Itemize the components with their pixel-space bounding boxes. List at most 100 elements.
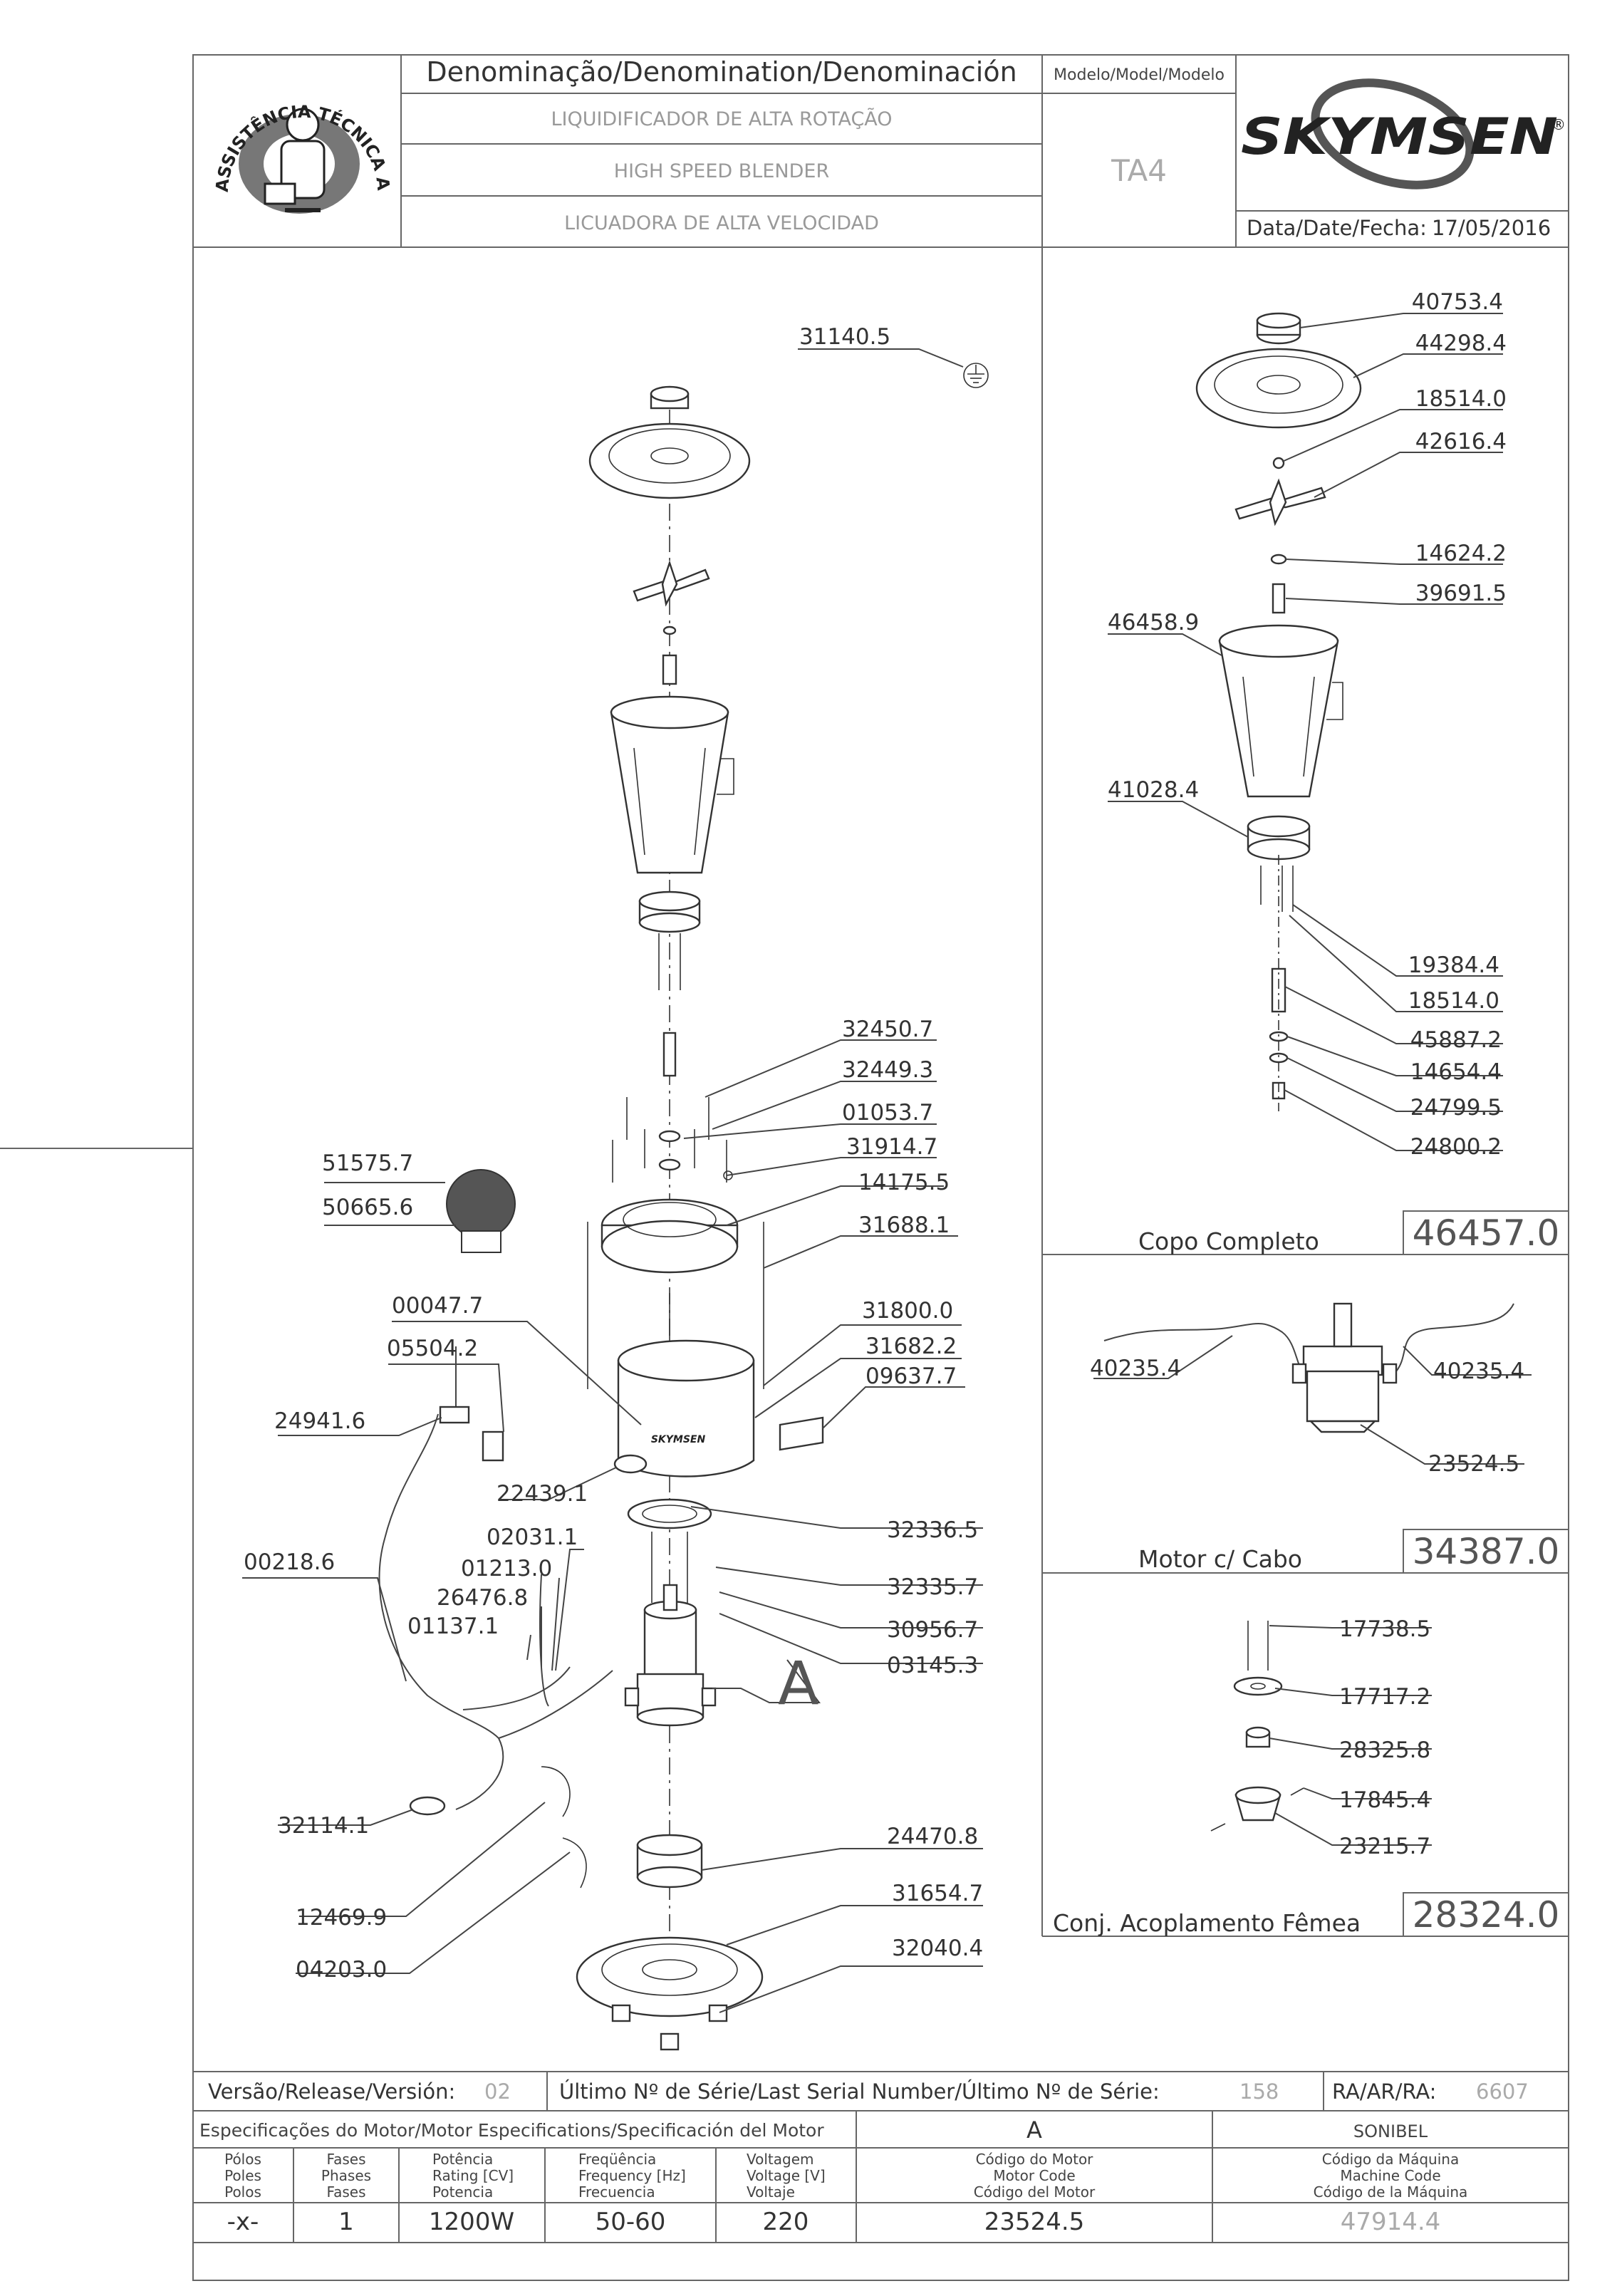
copo-part-label: 41028.4 [1108, 777, 1199, 803]
part-label: 32336.5 [887, 1517, 978, 1543]
copo-part-label: 44298.4 [1415, 331, 1507, 356]
voltage-value: 220 [763, 2208, 809, 2236]
detail-marker-a: A [778, 1648, 818, 1718]
svg-text:Freqüência: Freqüência [578, 2151, 656, 2168]
authorized-service-seal: ASSISTÊNCIA TÉCNICA AUTORIZADA [0, 0, 393, 214]
motor-title: Motor c/ Cabo [1138, 1545, 1302, 1573]
leader-lines [242, 348, 983, 2013]
motor-part-label: 40235.4 [1433, 1359, 1524, 1384]
model-value: TA4 [1111, 153, 1167, 188]
part-label: 32040.4 [892, 1936, 983, 1961]
part-label: 31140.5 [799, 324, 890, 350]
copo-part-label: 24799.5 [1410, 1095, 1502, 1121]
svg-text:Rating [CV]: Rating [CV] [432, 2167, 514, 2184]
name-pt: LIQUIDIFICADOR DE ALTA ROTAÇÃO [551, 108, 892, 130]
skymsen-logo: SKYMSEN ® [1241, 78, 1566, 189]
motor-code: 34387.0 [1413, 1531, 1560, 1572]
machine-code-value: 47914.4 [1341, 2208, 1441, 2236]
motor-cabo-panel: 40235.4 40235.4 23524.5 Motor c/ Cabo 34… [1090, 1302, 1569, 1574]
part-label: 24941.6 [274, 1408, 365, 1434]
copo-part-label: 14654.4 [1410, 1059, 1502, 1085]
column-poles: Pólos Poles Polos -x- [224, 2151, 261, 2236]
svg-text:Voltaje: Voltaje [747, 2183, 795, 2201]
copo-part-label: 45887.2 [1410, 1027, 1502, 1053]
denomination-title: Denominação/Denomination/Denominación [426, 56, 1017, 88]
part-label: 32449.3 [842, 1057, 933, 1083]
part-label: 32450.7 [842, 1017, 933, 1042]
sheet-frame [192, 54, 1569, 2281]
motor-part-label: 23524.5 [1428, 1451, 1519, 1477]
acoplamento-part-label: 17845.4 [1339, 1787, 1430, 1813]
copo-title: Copo Completo [1138, 1227, 1319, 1255]
motor-part-label: 40235.4 [1090, 1356, 1181, 1381]
main-exploded-view: SKYMSEN A [242, 324, 989, 2051]
part-label: 32335.7 [887, 1574, 978, 1600]
copo-code: 46457.0 [1413, 1212, 1560, 1254]
body-brand-mark: SKYMSEN [651, 1434, 706, 1445]
column-frequency: Freqüência Frequency [Hz] Frecuencia 50-… [578, 2151, 686, 2236]
column-phases: Fases Phases Fases 1 [321, 2151, 371, 2236]
acoplamento-part-label: 17717.2 [1339, 1684, 1430, 1710]
motor-brand: SONIBEL [1353, 2121, 1428, 2141]
acoplamento-panel: 17738.5 17717.2 28325.8 17845.4 23215.7 … [1053, 1616, 1569, 1937]
ra-value: 6607 [1476, 2079, 1529, 2104]
brand-registered: ® [1551, 116, 1566, 133]
copo-part-label: 40753.4 [1412, 289, 1503, 315]
svg-text:Poles: Poles [224, 2167, 261, 2184]
acoplamento-title: Conj. Acoplamento Fêmea [1053, 1909, 1361, 1937]
svg-text:Fases: Fases [326, 2183, 365, 2201]
brand-name: SKYMSEN [1241, 108, 1558, 166]
date-label: Data/Date/Fecha: [1247, 216, 1427, 240]
copo-part-label: 18514.0 [1415, 386, 1507, 412]
motor-code-value: 23524.5 [984, 2208, 1085, 2236]
svg-text:Pólos: Pólos [224, 2151, 261, 2168]
svg-text:Código del Motor: Código del Motor [974, 2183, 1096, 2201]
name-es: LICUADORA DE ALTA VELOCIDAD [564, 212, 879, 234]
part-label: 01053.7 [842, 1100, 933, 1126]
part-label: 12469.9 [296, 1905, 387, 1931]
poles-value: -x- [227, 2208, 259, 2236]
svg-text:Polos: Polos [224, 2183, 261, 2201]
column-voltage: Voltagem Voltage [V] Voltaje 220 [747, 2151, 826, 2236]
part-label: 31654.7 [892, 1881, 983, 1906]
part-label: 31682.2 [865, 1334, 957, 1359]
warning-label [446, 1169, 516, 1253]
svg-text:Machine Code: Machine Code [1340, 2167, 1440, 2184]
serial-label: Último Nº de Série/Last Serial Number/Úl… [559, 2079, 1160, 2104]
version-value: 02 [484, 2079, 511, 2104]
acoplamento-part-label: 17738.5 [1339, 1616, 1430, 1642]
part-label: 50665.6 [322, 1195, 413, 1220]
svg-text:Motor Code: Motor Code [993, 2167, 1075, 2184]
part-label: 31688.1 [858, 1212, 950, 1238]
svg-text:Frequency [Hz]: Frequency [Hz] [578, 2167, 686, 2184]
screw-set [612, 1097, 733, 1183]
ground-icon [963, 363, 989, 388]
model-title: Modelo/Model/Modelo [1054, 66, 1225, 84]
part-label: 14175.5 [858, 1170, 950, 1195]
part-label: 31914.7 [846, 1134, 937, 1160]
ra-label: RA/AR/RA: [1332, 2079, 1436, 2104]
copo-part-label: 24800.2 [1410, 1134, 1502, 1160]
svg-text:Frecuencia: Frecuencia [578, 2183, 655, 2201]
copo-part-label: 19384.4 [1408, 952, 1499, 978]
svg-text:Potência: Potência [432, 2151, 493, 2168]
copo-part-label: 39691.5 [1415, 581, 1507, 606]
svg-text:Código da Máquina: Código da Máquina [1322, 2151, 1459, 2168]
part-label: 00047.7 [392, 1293, 483, 1319]
svg-text:Voltagem: Voltagem [747, 2151, 814, 2168]
part-label: 02031.1 [487, 1524, 578, 1550]
svg-text:Fases: Fases [326, 2151, 365, 2168]
part-label: 05504.2 [387, 1336, 478, 1361]
svg-text:Phases: Phases [321, 2167, 371, 2184]
column-motor-code: Código do Motor Motor Code Código del Mo… [974, 2151, 1096, 2236]
motor-spec-label: Especificações do Motor/Motor Especifica… [199, 2120, 824, 2141]
part-label: 04203.0 [296, 1957, 387, 1983]
part-label: 30956.7 [887, 1617, 978, 1643]
part-label: 03145.3 [887, 1653, 978, 1678]
footer-table: Versão/Release/Versión: 02 Último Nº de … [193, 2071, 1569, 2243]
part-label: 51575.7 [322, 1150, 413, 1176]
motor [624, 1532, 717, 1727]
column-machine-code: Código da Máquina Machine Code Código de… [1314, 2151, 1468, 2236]
acoplamento-part-label: 28325.8 [1339, 1737, 1430, 1763]
copo-part-label: 18514.0 [1408, 988, 1499, 1014]
